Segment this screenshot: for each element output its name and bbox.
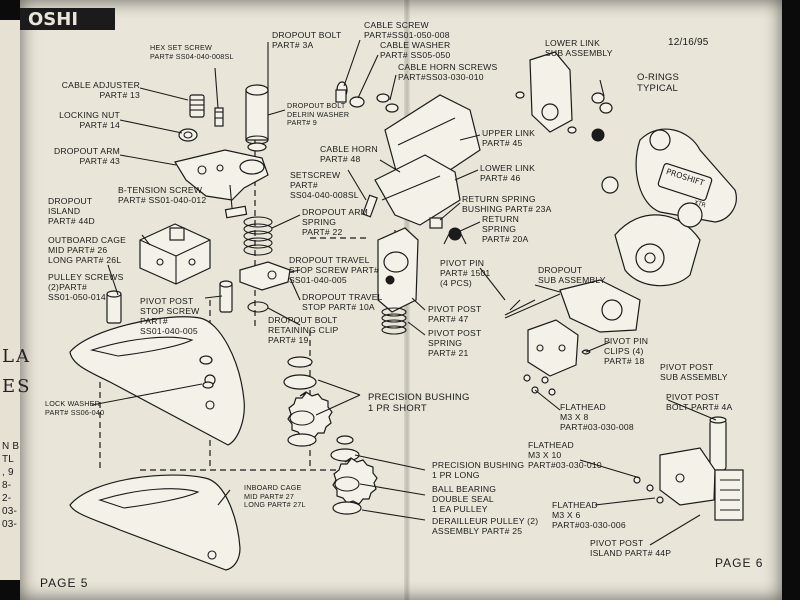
revision-date: 12/16/95	[668, 37, 709, 48]
pivot-post-spring-part	[381, 307, 407, 335]
logo-block	[20, 8, 115, 30]
bushing-short-part	[283, 356, 317, 390]
pivot-post-part	[377, 227, 419, 313]
return-spring-bushing-part	[429, 217, 443, 229]
cable-screw-part	[335, 81, 348, 103]
hex-set-screw-part	[214, 107, 224, 127]
o-rings-part	[591, 92, 613, 142]
side-fragment-a: LA	[2, 346, 31, 367]
lower-pulley-part	[332, 457, 378, 515]
flathead-screws-part	[523, 374, 556, 396]
lower-link-sub-assembly-part	[515, 51, 577, 134]
logo-text: OSHI	[28, 9, 78, 30]
b-tension-screw-part	[224, 205, 248, 219]
delrin-washer-part	[247, 142, 267, 152]
pivot-post-bolt-part	[709, 416, 727, 471]
label-pulley-screws: PULLEY SCREWS(2)PART#SS01-050-014	[48, 272, 124, 302]
assembled-derailleur	[601, 128, 737, 287]
dropout-island-part	[139, 223, 211, 285]
dropout-island-sub-part	[527, 319, 579, 377]
dropout-arm-part	[174, 149, 269, 201]
flathead-screws-island-part	[633, 476, 664, 504]
page-number-right: PAGE 6	[715, 556, 764, 570]
derailleur-model-text: XTR	[693, 199, 706, 209]
cable-horn-screws-part	[376, 93, 399, 113]
lower-link-part	[374, 154, 461, 226]
dropout-bolt-part	[245, 84, 269, 145]
inboard-cage-part	[69, 474, 241, 571]
label-derailleur-pulley: DERAILLEUR PULLEY (2)ASSEMBLY PART# 25	[432, 516, 539, 536]
setscrew-part	[362, 194, 378, 218]
side-fragment-b: ES	[2, 376, 32, 397]
return-spring-part	[443, 227, 467, 245]
travel-stop-part	[239, 261, 291, 291]
pivot-post-island-part	[659, 447, 744, 521]
pivot-pin-clips-part	[581, 349, 591, 355]
bushing-long-part	[330, 435, 360, 462]
pulley-screws-part	[106, 290, 122, 324]
locking-nut-part	[178, 128, 198, 142]
cable-adjuster-part	[189, 94, 205, 118]
cable-washer-part	[349, 96, 365, 108]
page-number-left: PAGE 5	[40, 576, 89, 590]
dropout-arm-spring-part	[243, 216, 273, 256]
lock-washer-part	[199, 355, 214, 389]
outboard-cage-part	[69, 316, 245, 446]
upper-pulley-part	[287, 391, 333, 447]
pivot-post-stop-screw-part	[219, 280, 233, 313]
retaining-clip-part	[247, 301, 269, 313]
dropout-sub-assembly-part	[504, 279, 641, 333]
pivot-pin-part	[504, 299, 536, 316]
